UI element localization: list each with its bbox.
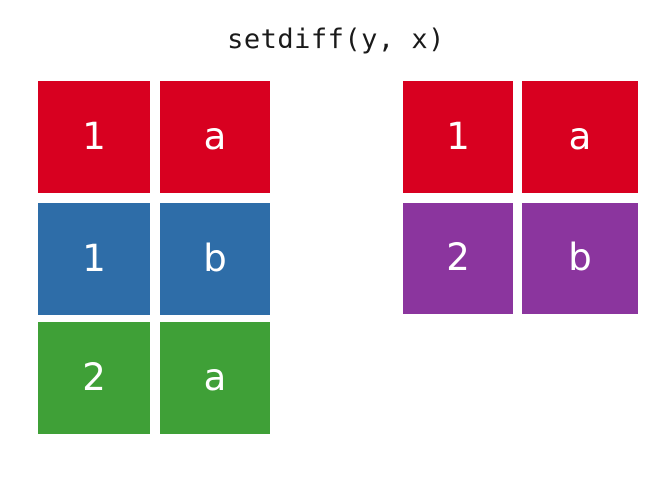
table-cell: 1 [403,81,513,193]
input-table: 1 a 1 b 2 a [38,81,270,434]
table-cell: b [522,203,638,314]
table-cell: a [160,322,270,434]
cell-value: 1 [82,114,106,158]
table-cell: 1 [38,81,150,193]
cell-value: 1 [82,236,106,280]
table-cell: 2 [38,322,150,434]
cell-value: a [203,114,227,158]
cell-value: b [568,236,592,279]
cell-value: 1 [446,114,470,158]
table-cell: a [160,81,270,193]
table-cell: b [160,203,270,315]
cell-value: a [203,355,227,399]
result-table: 1 a 2 b [403,81,638,314]
cell-value: 2 [446,236,470,279]
cell-value: 2 [82,355,106,399]
table-cell: a [522,81,638,193]
table-cell: 1 [38,203,150,315]
cell-value: b [203,236,227,280]
table-cell: 2 [403,203,513,314]
cell-value: a [568,114,592,158]
diagram-title: setdiff(y, x) [227,24,445,55]
